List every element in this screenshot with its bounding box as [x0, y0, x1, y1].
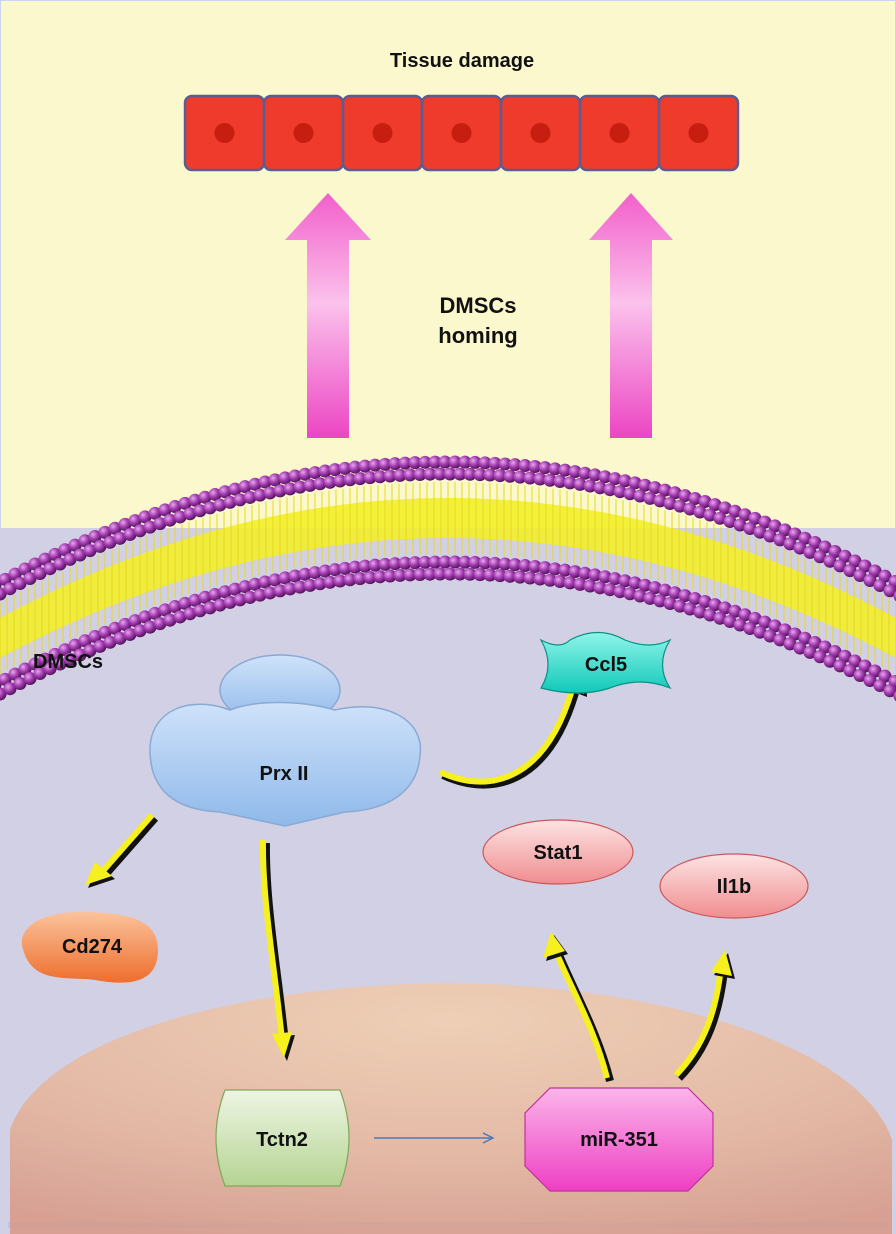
homing-arrow-left — [285, 193, 371, 438]
tissue-cell — [262, 94, 345, 172]
homing-arrow-right — [589, 193, 673, 438]
ccl5-node: Ccl5 — [539, 631, 672, 694]
mir351-node: miR-351 — [524, 1087, 714, 1192]
il1b-label: Il1b — [717, 876, 751, 898]
homing-label-line2: homing — [438, 323, 517, 348]
homing-label-line1: DMSCs — [439, 293, 516, 318]
ccl5-label: Ccl5 — [585, 654, 627, 676]
il1b-node: Il1b — [659, 853, 809, 919]
extracellular-region — [0, 0, 896, 530]
tissue-cell — [341, 94, 424, 172]
prx-label: Prx II — [260, 763, 309, 785]
arrow-mir-to-stat1 — [543, 932, 614, 1082]
stat1-node: Stat1 — [482, 819, 634, 885]
cell-label: DMSCs — [33, 651, 103, 673]
cd274-node: Cd274 — [21, 911, 158, 983]
tissue-cell — [420, 94, 503, 172]
prx-node: Prx II — [149, 654, 422, 827]
arrow-prx-to-tctn2 — [259, 839, 295, 1061]
tissue-cell — [183, 94, 266, 172]
tissue-cell-row — [183, 94, 740, 172]
tissue-cell — [578, 94, 661, 172]
tissue-cell — [657, 94, 740, 172]
tctn2-node: Tctn2 — [215, 1089, 350, 1187]
tctn2-label: Tctn2 — [256, 1129, 308, 1151]
diagram-title: Tissue damage — [390, 50, 534, 72]
cell-membrane — [0, 455, 896, 702]
arrow-mir-to-il1b — [673, 950, 735, 1081]
arrow-prx-to-cd274 — [85, 813, 159, 888]
cd274-label: Cd274 — [62, 936, 123, 958]
tissue-cell — [499, 94, 582, 172]
stat1-label: Stat1 — [534, 842, 583, 864]
mir351-label: miR-351 — [580, 1129, 658, 1151]
